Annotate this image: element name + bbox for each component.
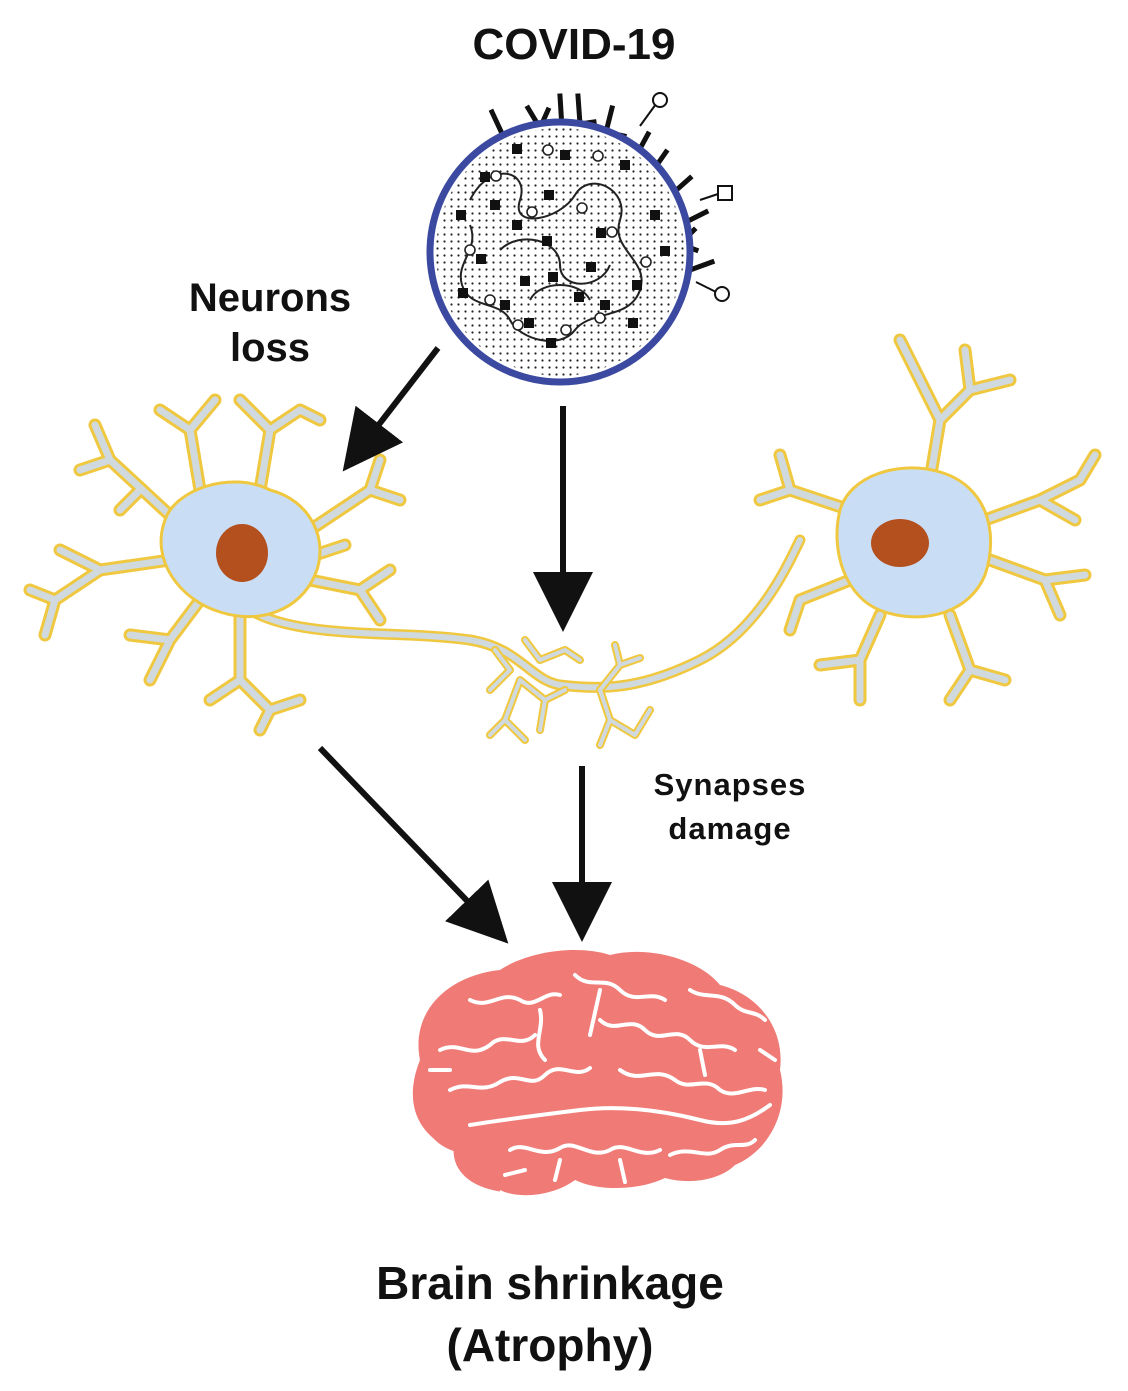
nucleus-left — [216, 524, 268, 582]
label-neurons-loss-line1: Neurons — [188, 276, 352, 320]
label-neurons-loss: Neurons loss — [150, 273, 390, 373]
label-brain-line1: Brain shrinkage — [376, 1257, 724, 1309]
virus-icon — [426, 92, 733, 386]
label-brain-line2: (Atrophy) — [446, 1319, 654, 1371]
label-brain-shrinkage: Brain shrinkage (Atrophy) — [300, 1252, 800, 1376]
axon-connection — [244, 534, 806, 749]
neuron-left — [23, 393, 407, 737]
neuron-right — [753, 333, 1102, 707]
label-synapses-damage: Synapses damage — [610, 763, 850, 851]
arrow-neuron-to-brain — [317, 745, 509, 944]
label-neurons-loss-line2: loss — [229, 326, 311, 370]
title-covid19: COVID-19 — [472, 20, 676, 69]
label-synapses-line1: Synapses — [653, 767, 807, 802]
nucleus-right — [871, 519, 929, 567]
brain-icon — [412, 950, 783, 1196]
arrow-virus-to-left-neuron — [342, 346, 441, 472]
label-synapses-line2: damage — [668, 811, 792, 846]
